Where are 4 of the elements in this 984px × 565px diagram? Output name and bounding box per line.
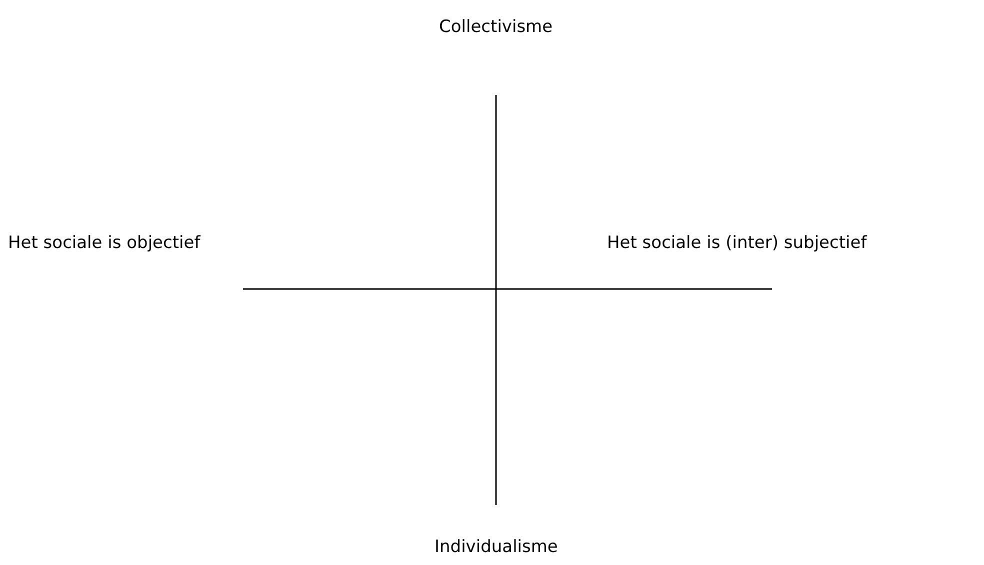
axis-label: Het sociale is objectief [8, 233, 200, 253]
axis-label: Het sociale is (inter) subjectief [607, 233, 867, 253]
axis-label: Collectivisme [439, 17, 553, 37]
axis-label: Individualisme [434, 537, 558, 557]
